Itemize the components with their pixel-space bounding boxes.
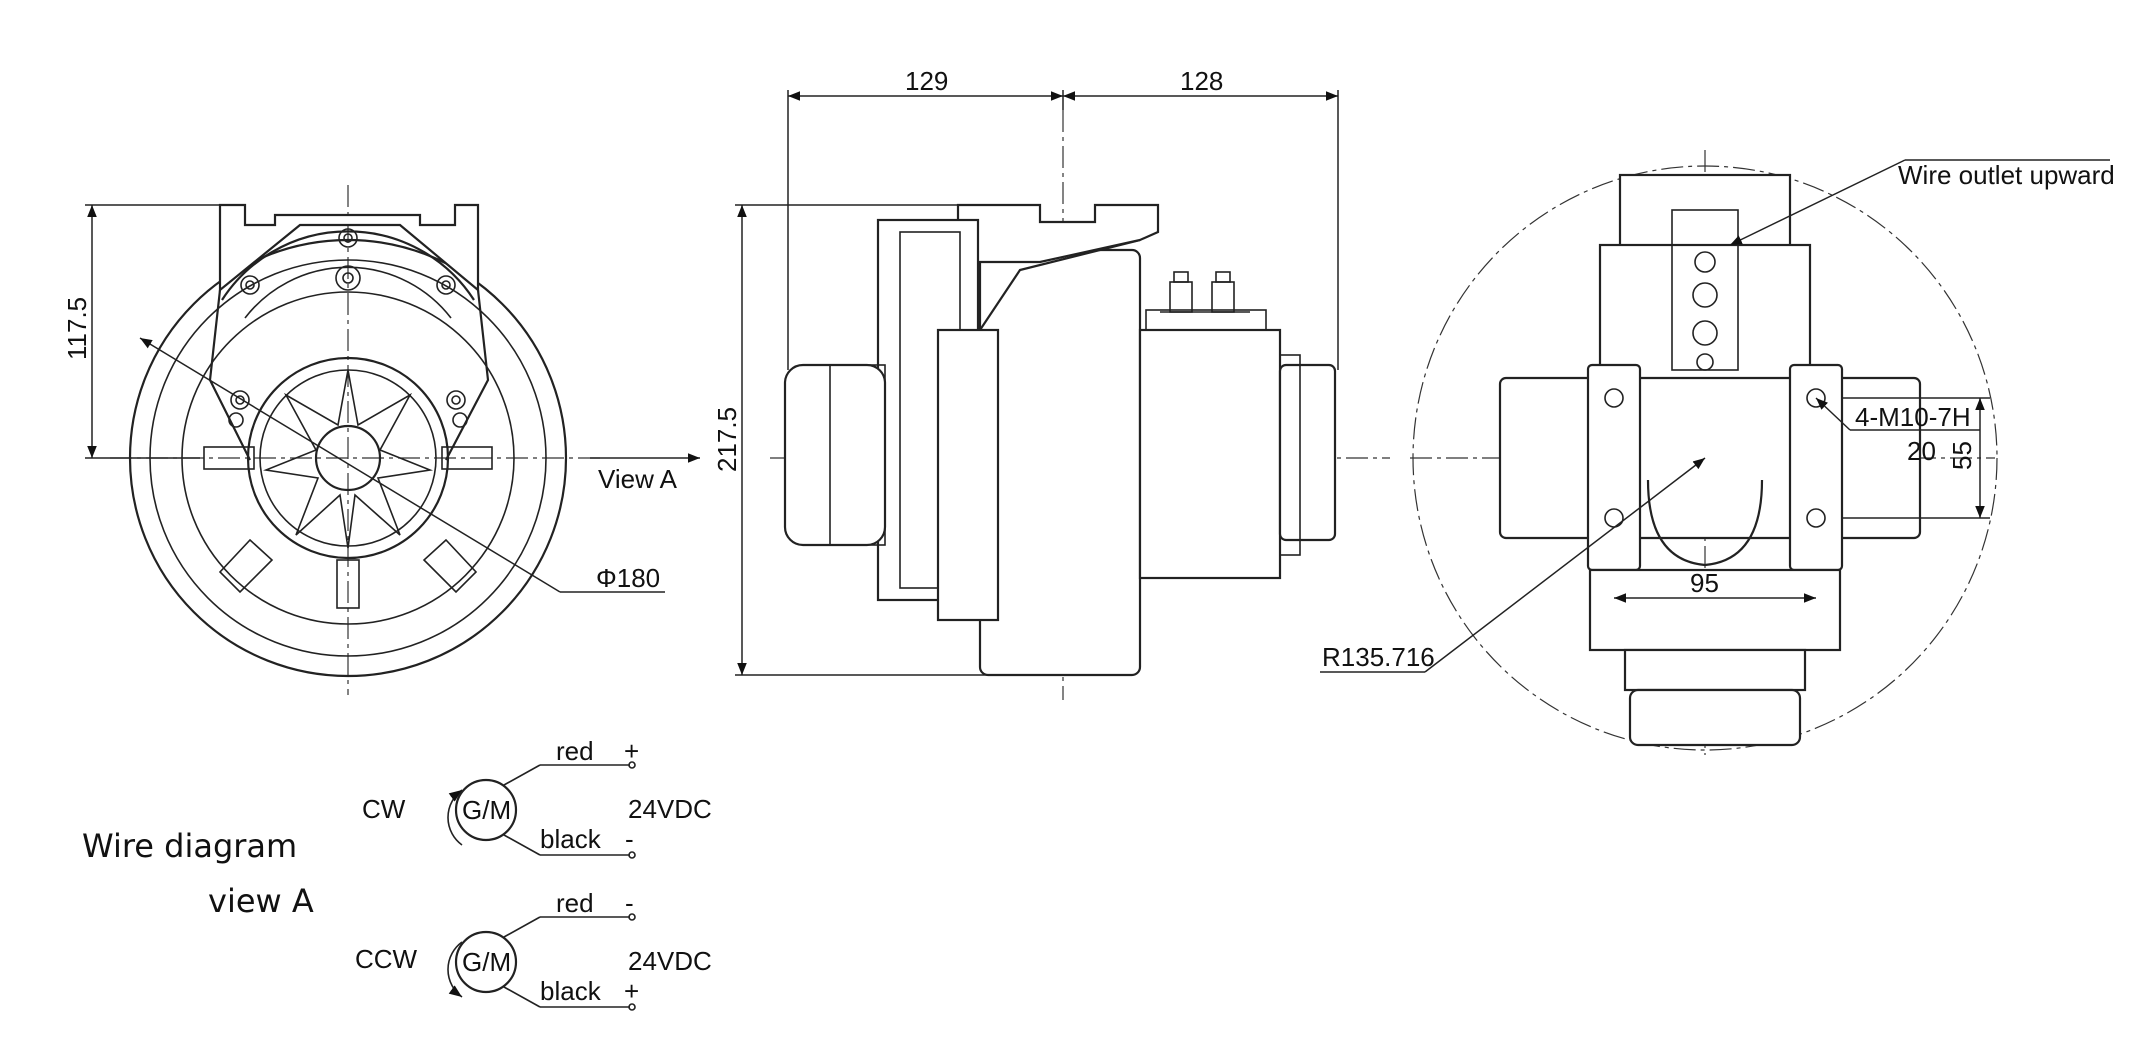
front-height-dim: 117.5 [62,297,92,360]
cw-diagram: CW G/M red + black - 24VDC [362,736,712,859]
ccw-black: black [540,976,602,1006]
wire-outlet-label: Wire outlet upward [1898,160,2115,190]
cw-red: red [556,736,594,766]
width-right-dim: 128 [1180,66,1223,96]
ccw-black-sign: + [624,976,639,1006]
cw-motor: G/M [462,795,511,825]
dim-95: 95 [1690,568,1719,598]
cw-red-sign: + [624,736,639,766]
top-view: Wire outlet upward 4-M10-7H 20 55 95 R13… [1320,150,2115,755]
radius-label: R135.716 [1322,642,1435,672]
front-view: Φ180 View A 117.5 [62,185,700,695]
cw-direction: CW [362,794,406,824]
wire-diagram-subtitle: view A [208,882,314,920]
width-left-dim: 129 [905,66,948,96]
dim-55: 55 [1947,441,1977,470]
ccw-red: red [556,888,594,918]
ccw-voltage: 24VDC [628,946,712,976]
side-height-dim: 217.5 [712,407,742,472]
wire-diagram-title: Wire diagram [82,827,297,865]
view-a-label: View A [598,464,678,494]
thread-label: 4-M10-7H [1855,402,1971,432]
cw-voltage: 24VDC [628,794,712,824]
cw-black: black [540,824,602,854]
ccw-diagram: CCW G/M red - black + 24VDC [355,888,712,1011]
diameter-label: Φ180 [596,563,660,593]
ccw-red-sign: - [625,888,634,918]
ccw-motor: G/M [462,947,511,977]
wire-diagram: Wire diagram view A CW G/M red + black -… [82,736,712,1011]
side-view: 129 128 217.5 [712,66,1390,700]
dim-20: 20 [1907,436,1936,466]
cw-black-sign: - [625,824,634,854]
ccw-direction: CCW [355,944,418,974]
